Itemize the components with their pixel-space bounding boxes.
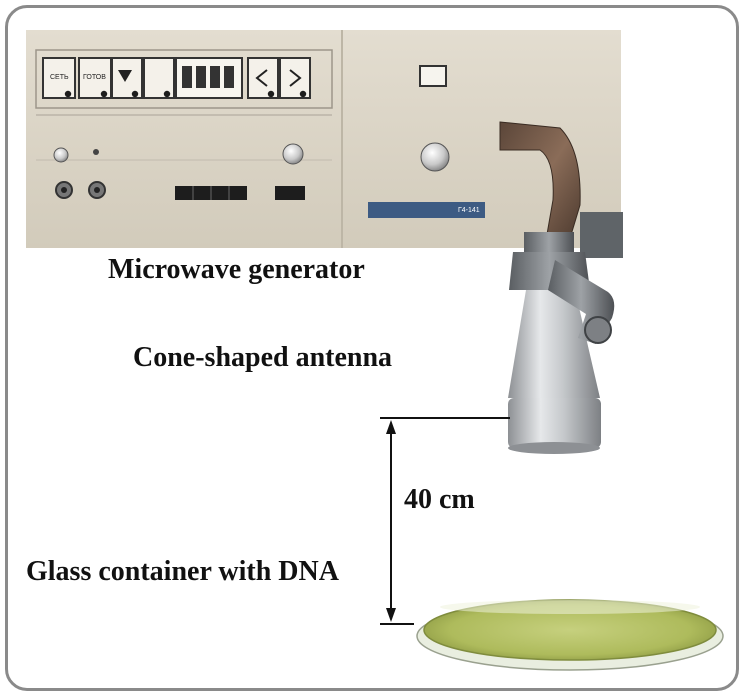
microwave-generator-panel	[26, 30, 621, 248]
glass-container-label: Glass container with DNA	[26, 556, 339, 587]
panel-model-plate: Г4-141	[458, 207, 480, 214]
cone-antenna-label: Cone-shaped antenna	[133, 342, 393, 373]
panel-button-label-power: СЕТЬ	[50, 74, 69, 81]
mode-switch-bank	[175, 186, 305, 200]
cone-antenna	[508, 232, 615, 454]
microwave-generator-label: Microwave generator	[108, 254, 365, 285]
mounting-arm	[499, 121, 623, 258]
panel-button-label-ready: ГОТОВ	[83, 74, 106, 81]
panel-button-row	[42, 57, 311, 99]
panel-controls-right	[368, 65, 485, 218]
distance-label: 40 cm	[404, 484, 475, 515]
glass-container	[416, 599, 724, 671]
panel-controls-left	[53, 147, 106, 199]
panel-knob-middle	[282, 143, 304, 165]
distance-marker	[380, 417, 510, 625]
